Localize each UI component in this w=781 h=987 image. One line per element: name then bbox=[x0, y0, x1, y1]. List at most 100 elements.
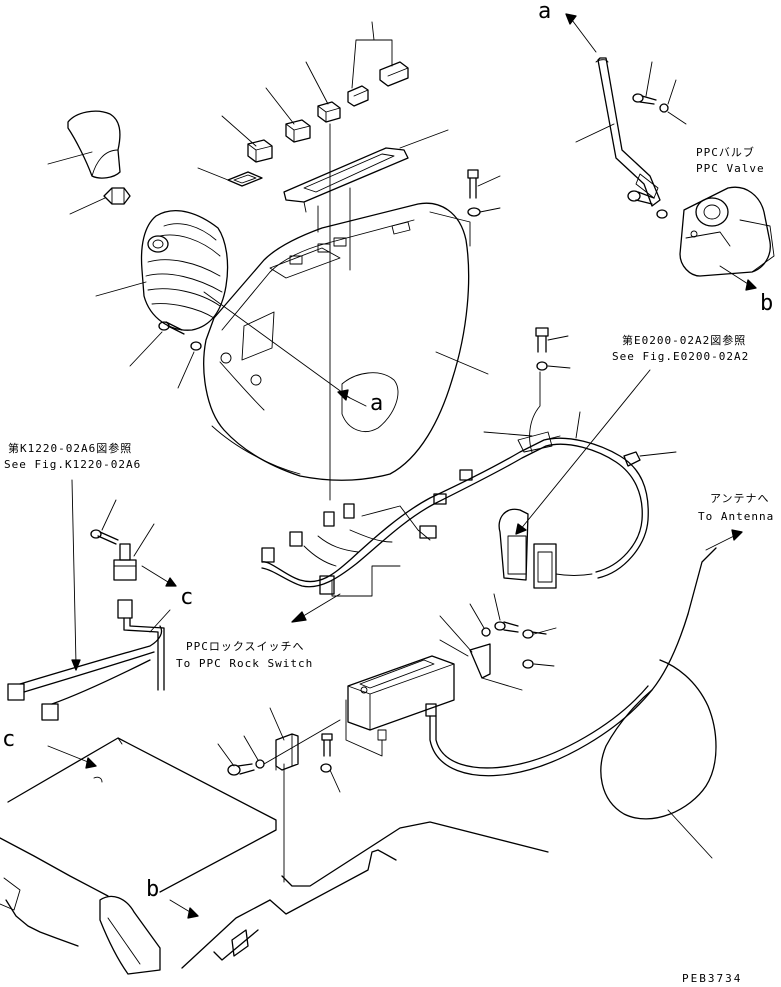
c-left-arrowhead bbox=[85, 757, 97, 769]
antenna-note-en: To Antenna bbox=[698, 510, 774, 523]
k1220-note-jp: 第K1220-02A6図参照 bbox=[8, 441, 132, 455]
harness-bolt bbox=[535, 327, 549, 353]
antenna-arrowhead bbox=[731, 529, 743, 541]
lock-c-arrow-line bbox=[141, 565, 169, 583]
ppc-valve bbox=[679, 186, 775, 277]
e0200-note-jp: 第E0200-02A2図参照 bbox=[622, 333, 746, 347]
antenna-cable-leader bbox=[667, 809, 713, 859]
lever-nut bbox=[103, 187, 131, 205]
nut-leader bbox=[69, 197, 106, 215]
lock-harness-leader bbox=[149, 609, 171, 633]
controller-mount-bracket bbox=[469, 643, 491, 679]
console-washer-left bbox=[190, 341, 202, 351]
lever-grip bbox=[67, 110, 121, 179]
antenna-arrow-line bbox=[705, 535, 735, 551]
console-bolt-leader bbox=[129, 331, 163, 367]
floor-bolt bbox=[227, 763, 255, 776]
a-mid-arrowhead bbox=[337, 389, 349, 401]
switch-3-leader bbox=[305, 61, 329, 105]
console-washer-leader bbox=[177, 351, 195, 389]
console-bolt-left bbox=[158, 321, 185, 335]
controller-bolt-a bbox=[494, 621, 519, 633]
valve-bolt-side bbox=[627, 190, 655, 205]
plugs-leader-top bbox=[371, 21, 375, 41]
valve-washer-top-leader bbox=[667, 79, 677, 105]
boot-to-a-line bbox=[203, 291, 351, 399]
controller-washer-a-leader bbox=[469, 603, 485, 629]
antenna-cable bbox=[425, 547, 717, 820]
callout-a-mid: a bbox=[370, 391, 383, 416]
harness-connectors bbox=[261, 431, 641, 595]
main-wiring-harness bbox=[261, 371, 649, 588]
lever-boot bbox=[140, 210, 229, 331]
k1220-leader bbox=[71, 479, 77, 665]
a-mid-arrow-line bbox=[345, 395, 367, 407]
callout-a-top: a bbox=[538, 0, 551, 24]
controller-bolt-a-leader bbox=[493, 593, 501, 621]
floor-screw bbox=[321, 733, 333, 757]
control-console bbox=[203, 202, 470, 481]
valve-bolt-top bbox=[632, 93, 657, 105]
valve-bracket-leader bbox=[667, 111, 687, 125]
console-washer-right bbox=[467, 207, 481, 217]
b-bottom-arrowhead bbox=[187, 907, 199, 919]
e0200-note-en: See Fig.E0200-02A2 bbox=[612, 350, 749, 363]
harness-washer-leader bbox=[547, 365, 571, 369]
switch-cap-3 bbox=[317, 101, 341, 123]
grip-leader bbox=[47, 151, 93, 165]
callout-c-mid: c bbox=[180, 585, 193, 610]
lock-relay-leader bbox=[133, 523, 155, 557]
controller-washer-b bbox=[522, 659, 534, 669]
ppc-lock-note-en: To PPC Rock Switch bbox=[176, 657, 313, 670]
lock-switch-bolt bbox=[90, 529, 119, 545]
lock-switch-relay bbox=[113, 543, 137, 581]
switch-1-leader bbox=[221, 115, 257, 147]
controller-washer-b-leader bbox=[533, 663, 555, 667]
floor-washer-leader bbox=[243, 735, 259, 761]
switch-2-leader bbox=[265, 87, 295, 125]
floor-screw-washer bbox=[320, 763, 332, 773]
valve-bolt-top-leader bbox=[645, 61, 653, 97]
controller-screw-b-leader bbox=[533, 627, 557, 635]
k1220-note-en: See Fig.K1220-02A6 bbox=[4, 458, 141, 471]
b-right-arrow-line bbox=[719, 265, 749, 285]
a-top-arrowhead bbox=[565, 13, 577, 25]
floor-frame-right bbox=[181, 821, 549, 969]
controller-box bbox=[347, 655, 455, 741]
drawing-code: PEB3734 bbox=[682, 972, 742, 985]
harness-bracket-leader bbox=[331, 565, 401, 597]
callout-b-right: b bbox=[760, 291, 773, 316]
floor-bolt-guide bbox=[263, 719, 341, 765]
antenna-note-jp: アンテナへ bbox=[710, 492, 770, 505]
k1220-arrowhead bbox=[71, 659, 81, 671]
ppc-lock-note-jp: PPCロックスイッチへ bbox=[186, 640, 305, 653]
ppc-valve-note-jp: PPCバルブ bbox=[696, 145, 755, 159]
switch-blank-plugs bbox=[347, 61, 409, 107]
e0200-leader bbox=[519, 369, 651, 531]
valve-washer-side bbox=[656, 209, 668, 219]
mount-bracket-leader bbox=[439, 615, 473, 653]
floor-bracket-leader bbox=[269, 707, 285, 741]
lock-bolt-leader bbox=[101, 499, 117, 531]
floor-screw-leader bbox=[329, 769, 341, 793]
plugs-leader bbox=[351, 39, 393, 89]
ppc-lever-rod bbox=[595, 57, 661, 207]
harness-clip-leader bbox=[639, 451, 677, 457]
switch-panel-bezel bbox=[283, 147, 409, 213]
switch-cap-1 bbox=[247, 139, 273, 163]
lock-c-arrowhead bbox=[165, 577, 177, 587]
b-bottom-arrow-line bbox=[169, 899, 191, 913]
controller-leader bbox=[439, 639, 469, 657]
bezel-leader bbox=[399, 129, 449, 149]
lock-sub-harness bbox=[7, 599, 165, 721]
switch-label-plate bbox=[227, 171, 263, 187]
console-bolt-right bbox=[467, 169, 479, 199]
console-leader bbox=[435, 351, 489, 375]
floor-bracket bbox=[275, 733, 299, 883]
floor-washer bbox=[255, 759, 265, 769]
label-plate-leader bbox=[197, 167, 229, 181]
callout-c-left: c bbox=[2, 727, 15, 752]
ppc-lock-arrowhead bbox=[291, 611, 307, 623]
a-top-arrow-line bbox=[571, 19, 597, 53]
